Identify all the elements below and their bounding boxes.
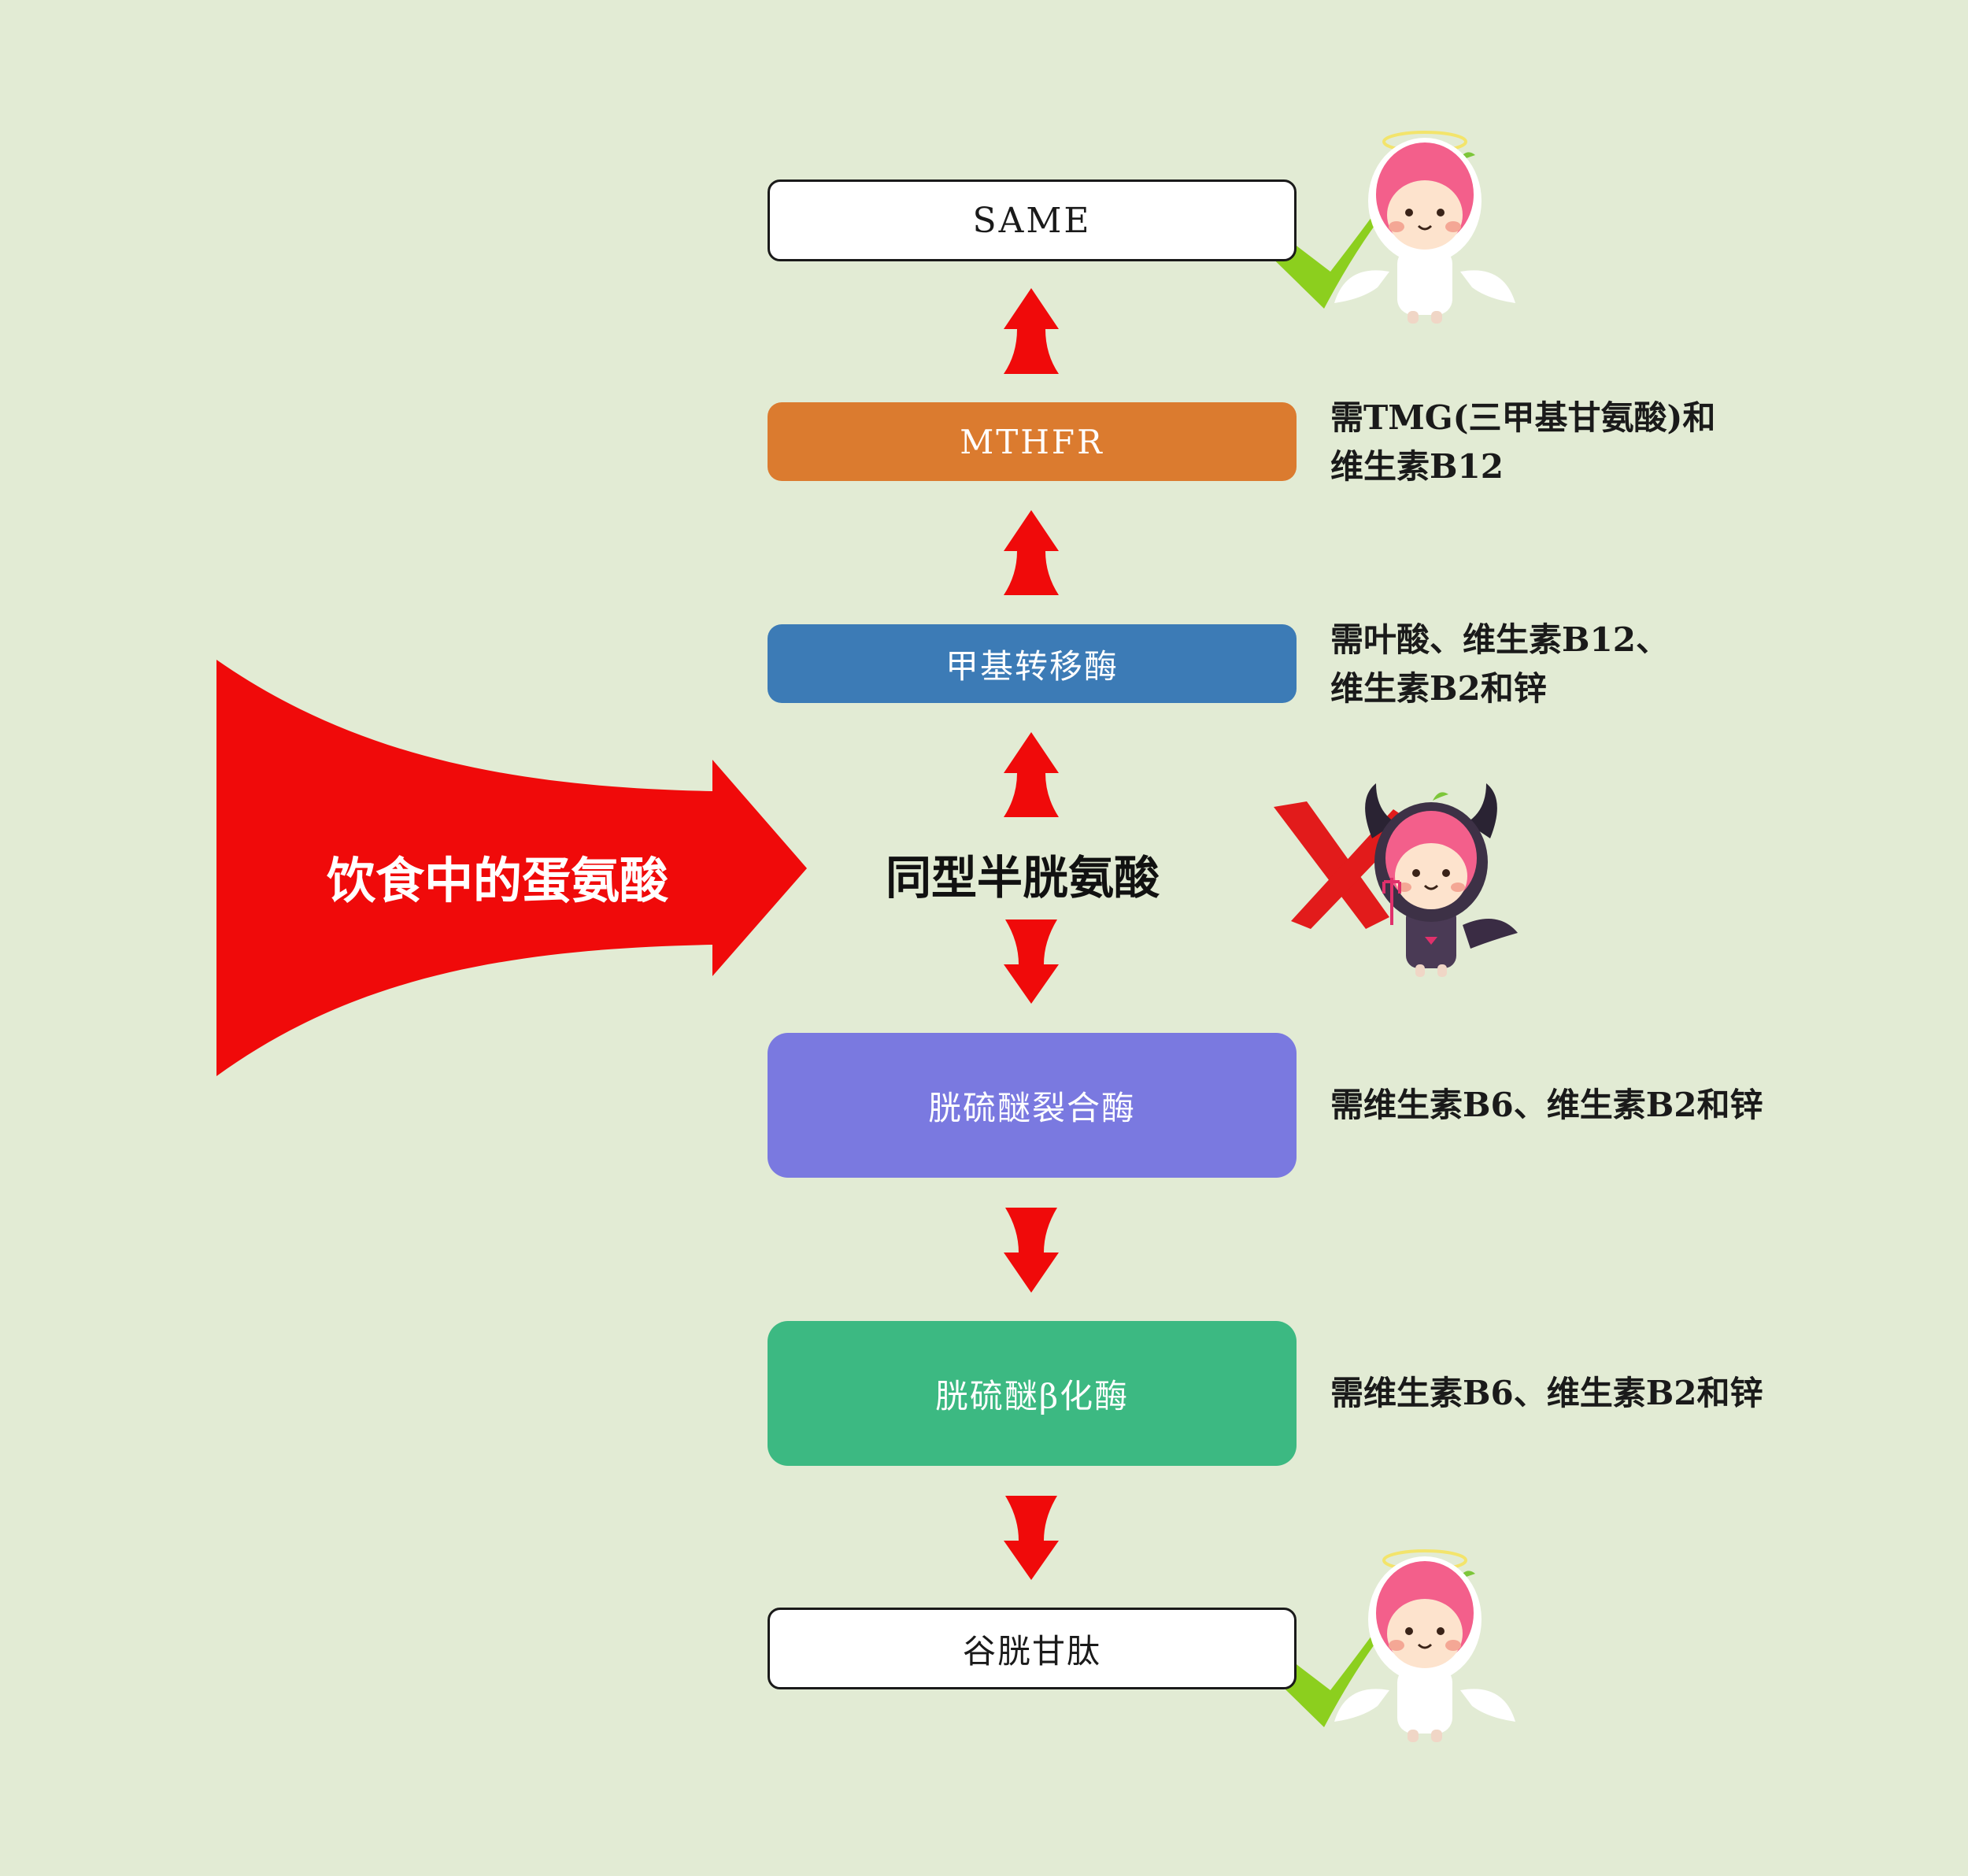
mthfr-note-line1: 需TMG(三甲基甘氨酸)和	[1330, 398, 1716, 437]
mthfr-note: 需TMG(三甲基甘氨酸)和 维生素B12	[1330, 394, 1715, 491]
methyltransferase-note-line1: 需叶酸、维生素B12、	[1330, 620, 1669, 659]
mthfr-box: MTHFR	[768, 402, 1297, 481]
angel-mascot-icon	[1334, 131, 1515, 324]
same-box: SAME	[768, 179, 1297, 261]
glutathione-label: 谷胱甘肽	[962, 1631, 1101, 1671]
up-arrow-2	[1004, 510, 1059, 595]
cbl-label: 胱硫醚β化酶	[934, 1376, 1130, 1415]
methyltransferase-note: 需叶酸、维生素B12、 维生素B2和锌	[1330, 616, 1669, 713]
cbs-label: 胱硫醚裂合酶	[927, 1088, 1136, 1127]
up-arrow-3	[1004, 732, 1059, 817]
down-arrow-2	[1004, 1208, 1059, 1293]
dietary-methionine-arrow	[216, 660, 807, 1076]
down-arrow-1	[1004, 919, 1059, 1004]
mthfr-note-line2: 维生素B12	[1330, 447, 1504, 486]
methyltransferase-box: 甲基转移酶	[768, 624, 1297, 703]
same-label: SAME	[972, 200, 1092, 241]
up-arrow-1	[1004, 288, 1059, 374]
cbs-note: 需维生素B6、维生素B2和锌	[1330, 1081, 1763, 1130]
glutathione-box: 谷胱甘肽	[768, 1608, 1297, 1689]
methyltransferase-label: 甲基转移酶	[945, 646, 1119, 686]
cbl-note: 需维生素B6、维生素B2和锌	[1330, 1369, 1763, 1418]
cbs-box: 胱硫醚裂合酶	[768, 1033, 1297, 1178]
dietary-methionine-label: 饮食中的蛋氨酸	[327, 852, 669, 909]
methyltransferase-note-line2: 维生素B2和锌	[1330, 669, 1547, 708]
cbs-note-line1: 需维生素B6、维生素B2和锌	[1330, 1086, 1763, 1124]
mthfr-label: MTHFR	[960, 422, 1104, 461]
angel-mascot-icon	[1334, 1549, 1515, 1742]
homocysteine-label: 同型半胱氨酸	[886, 851, 1160, 905]
down-arrow-3	[1004, 1496, 1059, 1580]
cbl-note-line1: 需维生素B6、维生素B2和锌	[1330, 1374, 1763, 1412]
cbl-box: 胱硫醚β化酶	[768, 1321, 1297, 1466]
devil-mascot-icon	[1365, 783, 1518, 977]
